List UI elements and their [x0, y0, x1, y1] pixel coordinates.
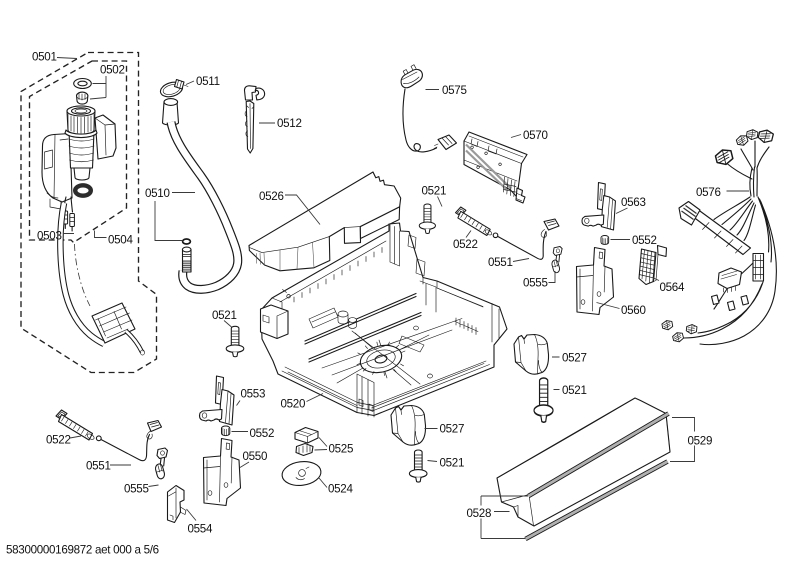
- svg-text:0550: 0550: [243, 450, 268, 463]
- svg-text:0522: 0522: [46, 434, 71, 447]
- svg-text:0521: 0521: [440, 457, 465, 470]
- svg-text:0521: 0521: [212, 309, 237, 322]
- svg-text:0504: 0504: [108, 234, 133, 247]
- svg-text:0501: 0501: [32, 51, 57, 64]
- svg-text:58300000169872 aet 000 a 5/6: 58300000169872 aet 000 a 5/6: [6, 544, 159, 557]
- svg-text:0555: 0555: [523, 277, 548, 290]
- svg-text:0510: 0510: [145, 187, 170, 200]
- svg-text:0554: 0554: [188, 523, 213, 536]
- svg-text:0575: 0575: [442, 84, 467, 97]
- svg-text:0551: 0551: [488, 256, 513, 269]
- svg-text:0502: 0502: [100, 64, 125, 77]
- svg-text:0553: 0553: [241, 388, 266, 401]
- svg-text:0529: 0529: [688, 435, 713, 448]
- svg-text:0503: 0503: [37, 230, 62, 243]
- svg-text:0552: 0552: [632, 234, 657, 247]
- svg-text:0528: 0528: [467, 507, 492, 520]
- svg-text:0555: 0555: [124, 483, 149, 496]
- svg-text:0525: 0525: [329, 443, 354, 456]
- svg-text:0563: 0563: [621, 196, 646, 209]
- svg-text:0521: 0521: [422, 185, 447, 198]
- svg-text:0527: 0527: [440, 423, 465, 436]
- svg-text:0564: 0564: [660, 281, 685, 294]
- svg-text:0511: 0511: [196, 75, 220, 88]
- svg-text:0551: 0551: [86, 460, 111, 473]
- svg-text:0521: 0521: [562, 384, 587, 397]
- svg-text:0520: 0520: [281, 398, 306, 411]
- svg-text:0524: 0524: [328, 483, 353, 496]
- svg-text:0526: 0526: [259, 190, 284, 203]
- svg-text:0576: 0576: [696, 186, 721, 199]
- svg-text:0512: 0512: [277, 117, 302, 130]
- svg-text:0560: 0560: [621, 304, 646, 317]
- svg-text:0552: 0552: [250, 427, 275, 440]
- svg-text:0522: 0522: [453, 238, 478, 251]
- svg-text:0570: 0570: [523, 129, 548, 142]
- svg-text:0527: 0527: [562, 352, 587, 365]
